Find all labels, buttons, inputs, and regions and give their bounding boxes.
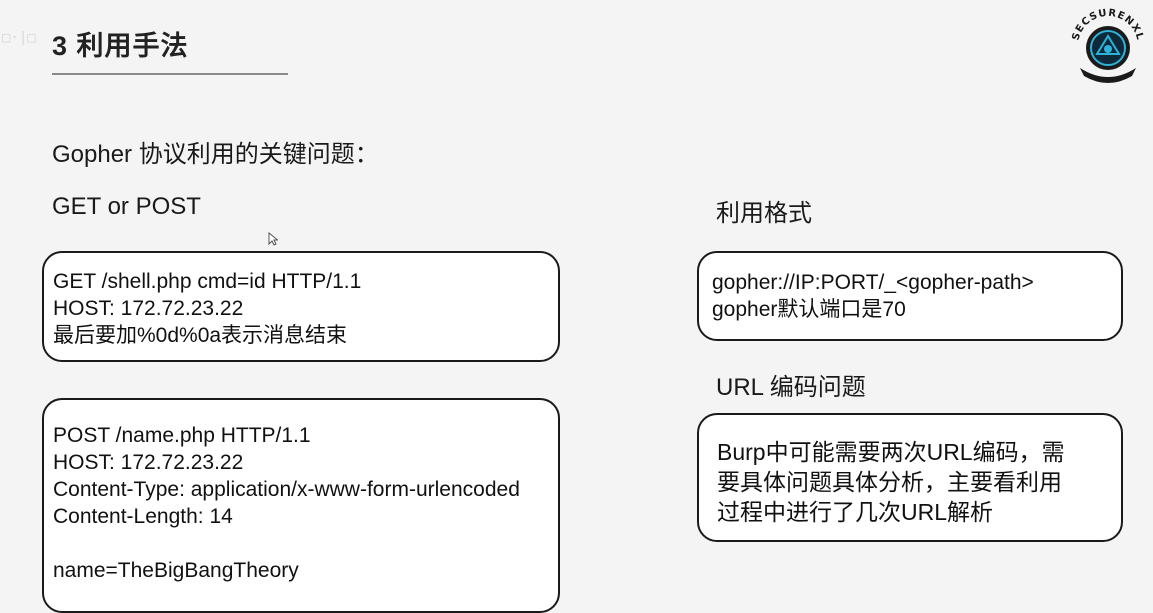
get-host-line: HOST: 172.72.23.22: [53, 297, 244, 320]
title-underline: [52, 73, 288, 75]
get-or-post-label: GET or POST: [52, 193, 201, 220]
post-blank-line: [53, 530, 558, 557]
gopher-format-box: gopher://IP:PORT/_<gopher-path> gopher默认…: [697, 251, 1123, 341]
secsurenxl-logo-icon: SECSURENXL: [1071, 8, 1144, 83]
format-label: 利用格式: [716, 200, 812, 227]
url-encoding-line-1: Burp中可能需要两次URL编码，需: [717, 439, 1065, 465]
url-encoding-box: Burp中可能需要两次URL编码，需 要具体问题具体分析，主要看利用 过程中进行…: [697, 413, 1123, 542]
post-request-line: POST /name.php HTTP/1.1: [53, 424, 311, 447]
post-body-line: name=TheBigBangTheory: [53, 559, 299, 582]
post-content-length-line: Content-Length: 14: [53, 505, 233, 528]
gopher-key-issues-heading: Gopher 协议利用的关键问题：: [52, 141, 379, 168]
post-host-line: HOST: 172.72.23.22: [53, 451, 244, 474]
url-encoding-line-3: 过程中进行了几次URL解析: [717, 499, 994, 525]
url-encoding-line-2: 要具体问题具体分析，主要看利用: [717, 469, 1062, 495]
video-watermark: □·|□: [2, 30, 36, 46]
gopher-default-port-line: gopher默认端口是70: [712, 298, 906, 321]
slide-title: 3 利用手法: [52, 31, 189, 61]
post-request-box: POST /name.php HTTP/1.1 HOST: 172.72.23.…: [42, 398, 560, 613]
post-content-type-line: Content-Type: application/x-www-form-url…: [53, 478, 520, 501]
gopher-url-format-line: gopher://IP:PORT/_<gopher-path>: [712, 271, 1034, 294]
get-note-line: 最后要加%0d%0a表示消息结束: [53, 324, 348, 347]
url-encoding-label: URL 编码问题: [716, 374, 866, 401]
mouse-cursor-icon: [268, 232, 278, 246]
get-request-line: GET /shell.php cmd=id HTTP/1.1: [53, 270, 362, 293]
get-request-box: GET /shell.php cmd=id HTTP/1.1 HOST: 172…: [42, 251, 560, 362]
